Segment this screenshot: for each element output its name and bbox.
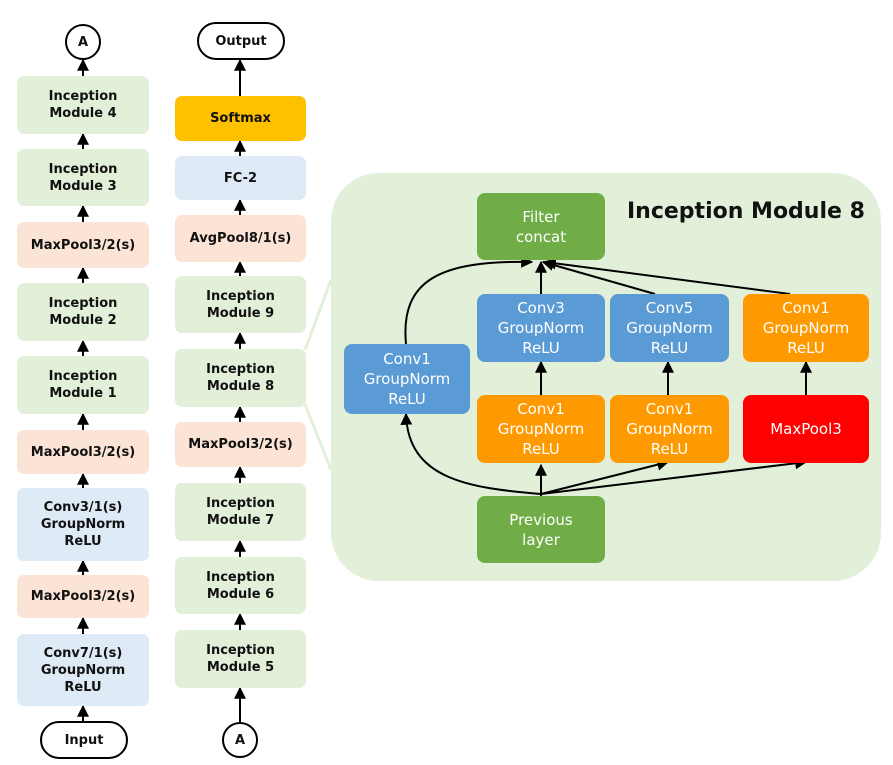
inception-module-5: Inception Module 5: [175, 630, 306, 688]
arrow-conv5-to-concat: [541, 259, 656, 295]
inception-module-9: Inception Module 9: [175, 276, 306, 333]
input-node: Input: [40, 721, 128, 759]
arrow-prev-to-conv1-side: [400, 412, 542, 495]
maxpool-layer-1: MaxPool3/2(s): [17, 575, 149, 618]
output-node: Output: [197, 22, 285, 60]
conv1-reduce-b: Conv1 GroupNorm ReLU: [610, 395, 729, 463]
arrow-conv1-right-to-concat: [543, 257, 791, 295]
inception-detail-title: Inception Module 8: [627, 199, 865, 224]
filter-concat-node: Filter concat: [477, 193, 605, 260]
arrow-prev-to-conv1-b: [540, 458, 670, 495]
maxpool3-branch: MaxPool3: [743, 395, 869, 463]
fc-2-layer: FC-2: [175, 156, 306, 200]
avgpool-layer: AvgPool8/1(s): [175, 215, 306, 262]
maxpool-layer-3: MaxPool3/2(s): [17, 222, 149, 268]
zoom-line-bottom: [303, 403, 333, 471]
inception-module-1: Inception Module 1: [17, 356, 149, 414]
inception-module-7: Inception Module 7: [175, 483, 306, 541]
conv1-reduce-a: Conv1 GroupNorm ReLU: [477, 395, 605, 463]
inception-module-4: Inception Module 4: [17, 76, 149, 134]
zoom-line-top: [303, 279, 333, 351]
inception-module-2: Inception Module 2: [17, 283, 149, 341]
inception-module-8: Inception Module 8: [175, 349, 306, 407]
previous-layer-node: Previous layer: [477, 496, 605, 563]
arrow-conv1-side-to-concat: [404, 255, 534, 345]
maxpool-layer-4: MaxPool3/2(s): [175, 422, 306, 467]
conv3-block: Conv3/1(s) GroupNorm ReLU: [17, 488, 149, 561]
inception-module-3: Inception Module 3: [17, 149, 149, 206]
conv1-side-branch: Conv1 GroupNorm ReLU: [344, 344, 470, 414]
arrow-prev-to-maxpool: [540, 457, 808, 495]
pool-proj-conv1-branch: Conv1 GroupNorm ReLU: [743, 294, 869, 362]
conv5-branch: Conv5 GroupNorm ReLU: [610, 294, 729, 362]
conv3-branch: Conv3 GroupNorm ReLU: [477, 294, 605, 362]
connector-A-top: A: [65, 24, 101, 60]
conv7-block: Conv7/1(s) GroupNorm ReLU: [17, 634, 149, 706]
maxpool-layer-2: MaxPool3/2(s): [17, 430, 149, 474]
softmax-layer: Softmax: [175, 96, 306, 141]
inception-module-6: Inception Module 6: [175, 557, 306, 614]
connector-A-bottom: A: [222, 722, 258, 758]
